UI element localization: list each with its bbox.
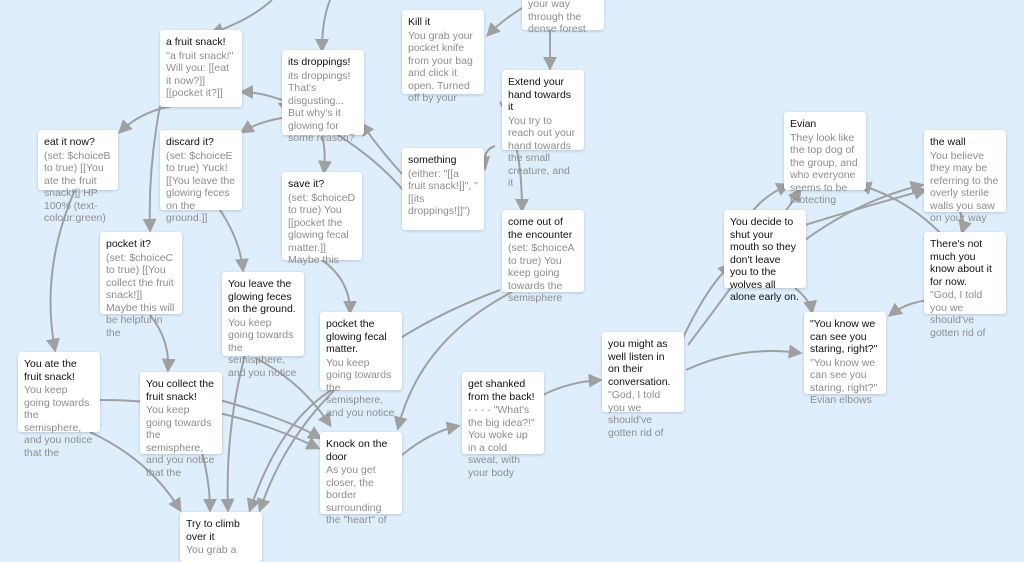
arrow — [804, 180, 925, 241]
passage-excerpt: You keep going towards the semisphere, a… — [228, 316, 297, 379]
passage-excerpt: As you get closer, the border surroundin… — [326, 464, 387, 526]
passage-excerpt: "God, I told you we should've gotten rid… — [930, 289, 986, 339]
passage-excerpt: They look like the top dog of the group,… — [790, 131, 858, 207]
arrow — [486, 7, 523, 38]
arrow — [209, 0, 273, 36]
passage-title: You decide to shut your mouth so they do… — [730, 216, 799, 303]
passage-card-theres-not-much[interactable]: There's not much you know about it for n… — [924, 232, 1006, 339]
passage-title: You ate the fruit snack! — [24, 358, 77, 383]
passage-card-discard-it[interactable]: discard it?(set: $choiceE to true) Yuck!… — [160, 130, 242, 224]
arrow — [142, 105, 161, 233]
arrow — [318, 135, 332, 175]
arrow — [401, 421, 461, 456]
passage-excerpt: You keep going towards the semisphere, a… — [326, 356, 395, 419]
passage-card-we-can-see[interactable]: "You know we can see you staring, right?… — [804, 312, 886, 406]
arrow — [360, 121, 404, 176]
arrow — [254, 357, 332, 428]
arrow — [321, 259, 357, 315]
passage-excerpt: "God, I told you we should've gotten rid… — [608, 389, 664, 439]
passage-title: pocket it? — [106, 238, 151, 250]
passage-card-leave-feces[interactable]: You leave the glowing feces on the groun… — [222, 272, 304, 379]
passage-excerpt: ''a fruit snack!'' Will you: [[eat it no… — [166, 49, 234, 100]
passage-excerpt: You believe they may be referring to the… — [930, 149, 999, 225]
passage-title: eat it now? — [44, 136, 95, 148]
passage-title: the wall — [930, 136, 966, 148]
passage-title: get shanked from the back! — [468, 378, 535, 403]
passage-title: save it? — [288, 178, 325, 190]
passage-title: There's not much you know about it for n… — [930, 238, 992, 288]
arrow — [220, 354, 246, 513]
passage-excerpt: (set: $choiceC to true) [[You collect th… — [106, 251, 175, 339]
passage-card-collect-fruit[interactable]: You collect the fruit snack!You keep goi… — [140, 372, 222, 479]
arrow — [794, 287, 818, 315]
passage-title: you might as well listen in on their con… — [608, 338, 671, 388]
passage-card-pocket-it[interactable]: pocket it?(set: $choiceC to true) [[You … — [100, 232, 182, 339]
passage-title: something — [408, 154, 457, 166]
arrow — [393, 291, 513, 431]
passage-title: pocket the glowing fecal matter. — [326, 318, 387, 355]
arrow — [239, 85, 283, 101]
arrow — [118, 105, 173, 134]
passage-excerpt: (set: $choiceA to true) You keep going t… — [508, 242, 574, 304]
passage-card-your-way[interactable]: your way through the dense forest — [522, 0, 604, 35]
arrow — [46, 189, 76, 353]
arrow — [681, 263, 732, 341]
passage-title: its droppings! — [288, 56, 351, 68]
passage-excerpt: "You know we can see you staring, right?… — [810, 356, 878, 407]
passage-excerpt: You grab your pocket knife from your bag… — [408, 29, 473, 105]
passage-title: Evian — [790, 118, 817, 130]
arrow — [89, 431, 182, 513]
passage-card-eat-it-now[interactable]: eat it now?(set: $choiceB to true) [[You… — [38, 130, 118, 224]
arrow — [476, 145, 496, 171]
passage-title: Extend your hand towards it — [508, 76, 572, 113]
passage-excerpt: You keep going towards the semisphere, a… — [146, 404, 215, 479]
passage-excerpt: your way through the dense forest — [528, 0, 586, 35]
passage-title: Knock on the door — [326, 438, 388, 463]
passage-card-get-shanked[interactable]: get shanked from the back!- - - - "What'… — [462, 372, 544, 479]
passage-title: You leave the glowing feces on the groun… — [228, 278, 296, 315]
passage-excerpt: You grab a — [186, 544, 237, 556]
arrow — [315, 0, 331, 53]
passage-card-a-fruit-snack[interactable]: a fruit snack!''a fruit snack!'' Will yo… — [160, 30, 242, 107]
passage-title: a fruit snack! — [166, 36, 226, 48]
passage-title: You collect the fruit snack! — [146, 378, 214, 403]
arrow — [246, 387, 336, 513]
arrow — [685, 344, 803, 371]
passage-card-pocket-fecal[interactable]: pocket the glowing fecal matter.You keep… — [320, 312, 402, 419]
passage-excerpt: You try to reach out your hand towards t… — [508, 114, 576, 190]
arrow — [219, 209, 249, 273]
arrow — [804, 186, 928, 226]
passage-card-come-out[interactable]: come out of the encounter(set: $choiceA … — [502, 210, 584, 304]
arrow — [239, 117, 283, 134]
passage-card-save-it[interactable]: save it?(set: $choiceD to true) You [[po… — [282, 172, 362, 266]
passage-excerpt: (set: $choiceB to true) [[You ate the fr… — [44, 149, 111, 225]
passage-excerpt: You keep going towards the semisphere, a… — [24, 384, 93, 459]
arrow — [857, 181, 946, 239]
passage-excerpt: (set: $choiceE to true) Yuck! [[You leav… — [166, 149, 236, 225]
passage-title: "You know we can see you staring, right?… — [810, 318, 878, 355]
arrow — [542, 373, 603, 396]
passage-excerpt: (either: "[[a fruit snack!]]", "[[its dr… — [408, 167, 478, 218]
passage-title: discard it? — [166, 136, 214, 148]
passage-excerpt: - - - - "What's the big idea?!" You woke… — [468, 404, 535, 479]
arrow — [958, 211, 972, 235]
arrow — [149, 314, 176, 373]
passage-title: Kill it — [408, 16, 431, 28]
passage-excerpt: its droppings! That's disgusting... But … — [288, 69, 355, 145]
arrow — [751, 183, 791, 213]
passage-title: come out of the encounter — [508, 216, 573, 241]
passage-card-its-droppings[interactable]: its droppings!its droppings! That's disg… — [282, 50, 364, 144]
passage-card-listen-in[interactable]: you might as well listen in on their con… — [602, 332, 684, 439]
passage-card-ate-fruit[interactable]: You ate the fruit snack!You keep going t… — [18, 352, 100, 459]
passage-card-something[interactable]: something(either: "[[a fruit snack!]]", … — [402, 148, 484, 230]
passage-title: Try to climb over it — [186, 518, 240, 543]
passage-excerpt: (set: $choiceD to true) You [[pocket the… — [288, 191, 356, 267]
passage-card-shut-mouth[interactable]: You decide to shut your mouth so they do… — [724, 210, 806, 303]
